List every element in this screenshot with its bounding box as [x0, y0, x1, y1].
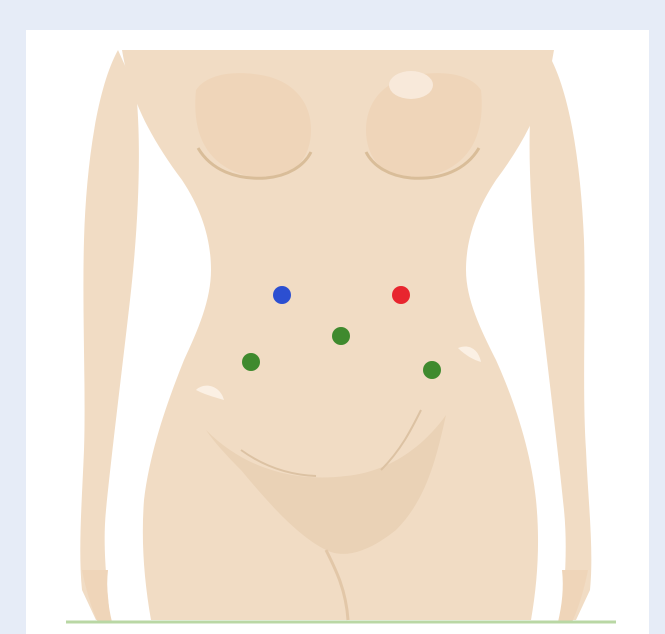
upper-left-port-marker	[273, 286, 291, 304]
right-arm	[530, 50, 592, 620]
umbilical-port-marker	[332, 327, 350, 345]
lower-left-port-marker	[242, 353, 260, 371]
figure-panel	[26, 30, 649, 634]
left-arm	[80, 50, 139, 620]
torso-illustration	[26, 30, 649, 634]
lower-right-port-marker	[423, 361, 441, 379]
figure-frame	[6, 6, 659, 634]
upper-right-port-marker	[392, 286, 410, 304]
shoulder-highlight	[389, 71, 433, 99]
